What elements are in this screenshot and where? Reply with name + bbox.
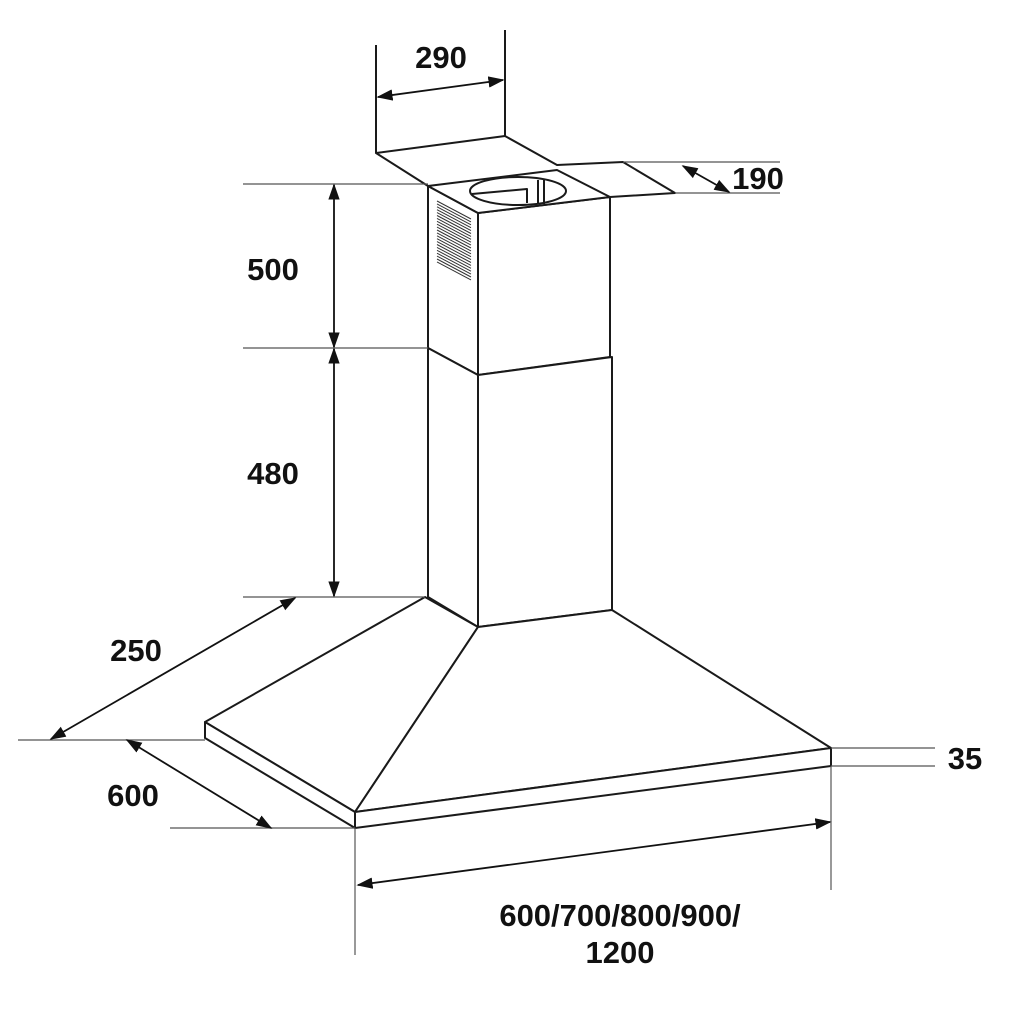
label-250: 250 (110, 633, 162, 668)
vent-grill (436, 200, 472, 281)
grill-slat (436, 235, 472, 255)
grill-slat (436, 217, 472, 237)
grill-slat (436, 258, 472, 278)
dim-arrow-290 (376, 76, 505, 101)
label-190: 190 (732, 161, 784, 196)
canopy (204, 596, 832, 829)
label-600-depth: 600 (107, 778, 159, 813)
lower-chimney (427, 347, 613, 628)
dim-arrow-190 (681, 165, 731, 193)
duct-opening (469, 176, 567, 206)
grill-slat (436, 232, 472, 252)
label-width-options-2: 1200 (586, 935, 655, 970)
grill-slat (436, 209, 472, 229)
label-500: 500 (247, 252, 299, 287)
grill-slat (436, 220, 472, 240)
label-35: 35 (948, 741, 982, 776)
grill-slat (436, 241, 472, 261)
grill-slat (436, 203, 472, 223)
grill-slat (436, 215, 472, 234)
grill-slat (436, 212, 472, 232)
grill-slat (436, 249, 472, 269)
dim-arrow-600-depth (125, 739, 273, 829)
grill-slat (436, 261, 472, 281)
label-480: 480 (247, 456, 299, 491)
grill-slat (436, 223, 472, 243)
grill-slat (436, 252, 472, 272)
grill-slat (436, 246, 472, 266)
label-width-options-1: 600/700/800/900/ (499, 898, 741, 933)
upper-chimney (427, 169, 611, 376)
grill-slat (436, 255, 472, 275)
dimension-arrows (49, 76, 832, 889)
grill-slat (436, 226, 472, 246)
grill-slat (436, 244, 472, 263)
label-290: 290 (415, 40, 467, 75)
grill-slat (436, 200, 472, 220)
grill-slat (436, 206, 472, 226)
dim-arrow-250 (49, 597, 297, 740)
grill-slat (436, 238, 472, 258)
dim-arrow-width (356, 818, 832, 889)
grill-slat (436, 229, 472, 249)
